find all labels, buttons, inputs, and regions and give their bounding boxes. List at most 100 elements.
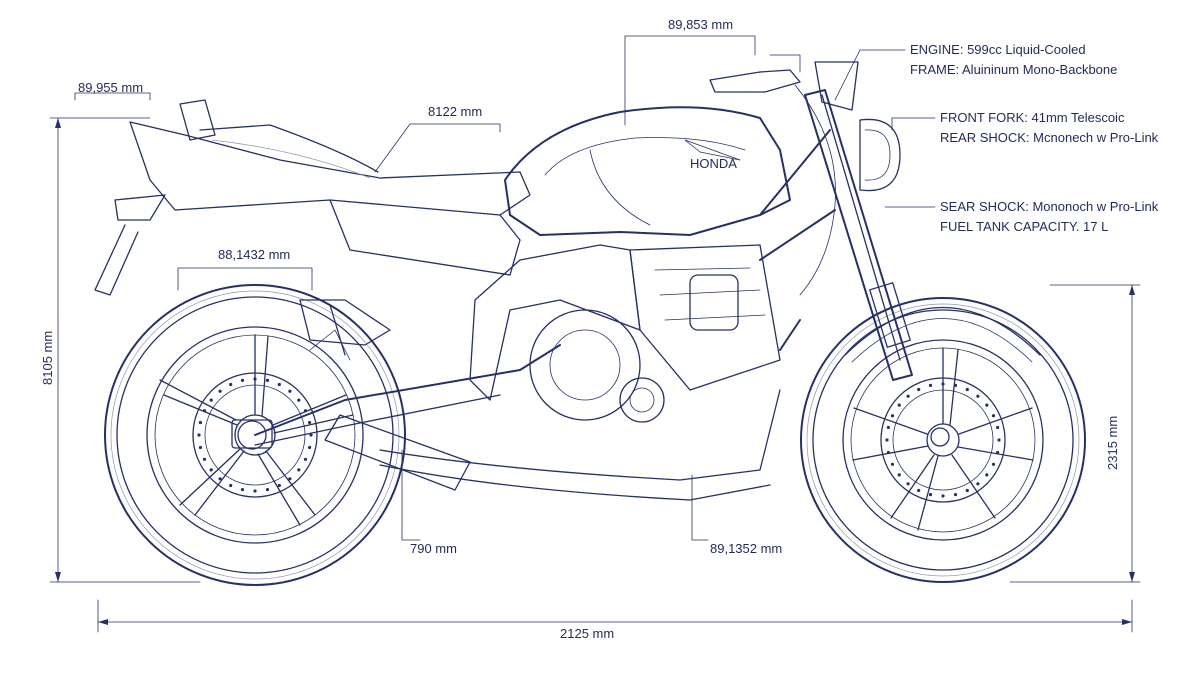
grab-handle <box>179 99 216 141</box>
side-panel <box>329 199 521 276</box>
bodywork: HONDA <box>94 99 791 296</box>
disc-hole <box>240 488 245 492</box>
disc-hole <box>253 489 257 493</box>
disc-hole <box>917 488 921 493</box>
rear-cowl <box>129 121 531 216</box>
disc-hole <box>198 420 202 425</box>
disc-hole <box>309 433 313 437</box>
dim-overall-length: 2125 mm <box>560 626 614 641</box>
disc-hole <box>928 383 933 387</box>
swingarm <box>254 344 561 436</box>
footpeg-bracket <box>299 299 391 346</box>
disc-hole <box>209 468 213 472</box>
disc-hole <box>886 425 891 430</box>
disc-hole <box>941 494 945 498</box>
disc-hole <box>996 425 1000 430</box>
disc-hole <box>941 382 945 386</box>
disc-hole <box>976 482 980 486</box>
disc-hole <box>906 482 910 486</box>
spec-rear-shock: REAR SHOCK: Mcnonech w Pro-Link <box>940 130 1159 145</box>
main-frame <box>469 244 641 401</box>
disc-hole <box>965 488 969 493</box>
disc-hole <box>890 462 895 466</box>
disc-hole <box>308 420 312 425</box>
dim-left-height: 8105 mm <box>40 331 55 385</box>
disc-hole <box>288 389 292 393</box>
disc-hole <box>229 483 233 488</box>
instrument-cluster <box>814 61 859 111</box>
disc-hole <box>297 468 301 472</box>
disc-hole <box>897 403 901 407</box>
disc-hole <box>198 445 202 450</box>
disc-hole <box>288 477 292 481</box>
disc-hole <box>253 377 257 381</box>
disc-hole <box>906 394 910 398</box>
disc-hole <box>890 414 895 418</box>
front-assembly <box>709 54 950 447</box>
dimension-lines <box>49 35 1141 633</box>
disc-hole <box>229 382 233 387</box>
spec-sear-shock: SEAR SHOCK: Mononoch w Pro-Link <box>940 199 1159 214</box>
disc-hole <box>953 493 958 497</box>
disc-hole <box>897 473 901 477</box>
disc-hole <box>297 398 301 402</box>
dim-seat: 8122 mm <box>428 104 482 119</box>
disc-hole <box>991 414 996 418</box>
spec-front-fork: FRONT FORK: 41mm Telescoic <box>940 110 1125 125</box>
disc-hole <box>965 387 969 392</box>
disc-hole <box>885 438 889 442</box>
dim-right-height: 2315 mm <box>1105 416 1120 470</box>
handlebar <box>709 69 801 93</box>
fuel-tank <box>504 106 791 236</box>
disc-hole <box>991 462 996 466</box>
disc-hole <box>928 493 933 497</box>
frame-engine <box>231 129 836 501</box>
disc-hole <box>976 394 980 398</box>
tank-brand-logo: HONDA <box>690 156 737 171</box>
disc-hole <box>277 382 281 387</box>
disc-hole <box>209 398 213 402</box>
tail-light <box>114 194 166 221</box>
headlight <box>859 118 901 192</box>
spec-fuel-tank: FUEL TANK CAPACITY. 17 L <box>940 219 1108 234</box>
dim-top-left: 89,955 mm <box>78 80 143 95</box>
engine-case <box>529 309 641 421</box>
license-bracket <box>94 224 139 296</box>
disc-hole <box>218 389 222 393</box>
disc-hole <box>265 488 270 492</box>
rear-wheel <box>104 284 406 586</box>
cylinder-head <box>629 244 781 391</box>
disc-hole <box>218 477 222 481</box>
muffler <box>324 414 471 491</box>
spec-frame: FRAME: Aluininum Mono-Backbone <box>910 62 1117 77</box>
disc-hole <box>303 457 308 461</box>
disc-hole <box>265 378 270 382</box>
spec-engine: ENGINE: 599cc Liquid-Cooled <box>910 42 1086 57</box>
disc-hole <box>953 383 958 387</box>
disc-hole <box>996 450 1000 455</box>
disc-hole <box>240 378 245 382</box>
spec-callouts: ENGINE: 599cc Liquid-Cooled FRAME: Aluin… <box>834 42 1159 234</box>
seat-top <box>199 124 379 173</box>
disc-hole <box>277 483 281 488</box>
disc-hole <box>197 433 201 437</box>
dim-top-center: 89,853 mm <box>668 17 733 32</box>
dim-mid-bottom: 89,1352 mm <box>710 541 782 556</box>
disc-hole <box>985 473 989 477</box>
disc-hole <box>886 450 891 455</box>
dimension-labels: 89,853 mm 89,955 mm 8122 mm 88,1432 mm 7… <box>40 17 1120 641</box>
dim-seat-bottom: 790 mm <box>410 541 457 556</box>
disc-hole <box>308 445 312 450</box>
disc-hole <box>917 387 921 392</box>
front-wheel <box>800 297 1086 583</box>
disc-hole <box>985 403 989 407</box>
disc-hole <box>202 457 207 461</box>
exhaust-header <box>379 389 781 481</box>
disc-hole <box>202 409 207 413</box>
disc-hole <box>303 409 308 413</box>
dim-rear-upper: 88,1432 mm <box>218 247 290 262</box>
front-fender <box>844 306 1041 356</box>
disc-hole <box>997 438 1001 442</box>
